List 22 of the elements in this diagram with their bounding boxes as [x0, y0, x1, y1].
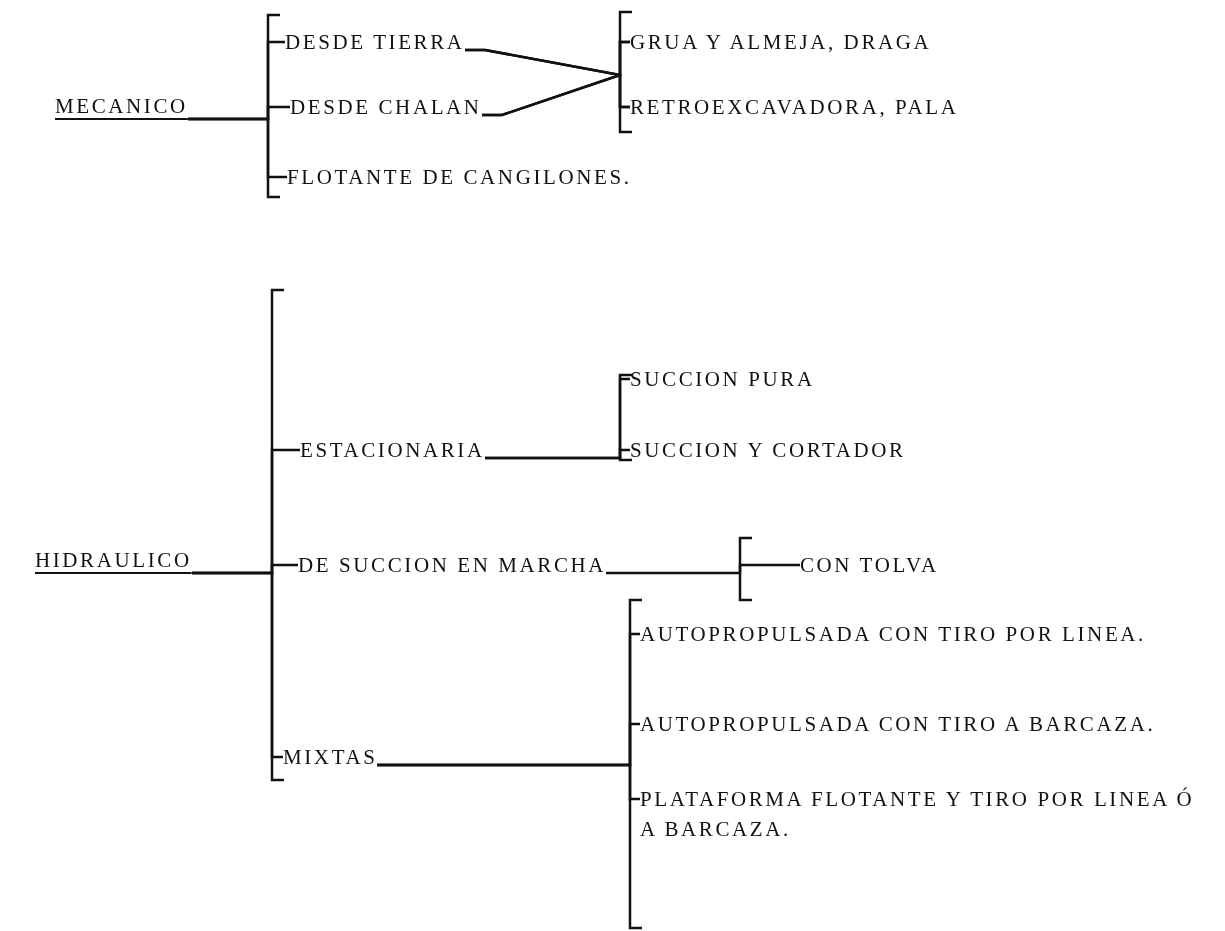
- tree-label: MECANICO: [55, 91, 188, 121]
- tree-label: SUCCION PURA: [630, 364, 815, 394]
- tree-label: ESTACIONARIA: [300, 435, 485, 465]
- tree-label: MIXTAS: [283, 742, 378, 772]
- tree-label: AUTOPROPULSADA CON TIRO POR LINEA.: [640, 619, 1215, 649]
- tree-label: CON TOLVA: [800, 550, 939, 580]
- tree-label: DE SUCCION EN MARCHA: [298, 550, 607, 580]
- connector-line: [482, 73, 630, 117]
- tree-label: AUTOPROPULSADA CON TIRO A BARCAZA.: [640, 709, 1215, 739]
- connector-line: [192, 571, 283, 759]
- tree-label: RETROEXCAVADORA, PALA: [630, 92, 959, 122]
- tree-label: PLATAFORMA FLOTANTE Y TIRO POR LINEA Ó A BARCAZA.: [640, 784, 1215, 844]
- tree-label: DESDE TIERRA: [285, 27, 465, 57]
- connector-line: [377, 763, 640, 801]
- tree-label: DESDE CHALAN: [290, 92, 482, 122]
- connector-line: [188, 117, 287, 179]
- tree-label: SUCCION Y CORTADOR: [630, 435, 906, 465]
- tree-label: HIDRAULICO: [35, 545, 192, 575]
- connector-line: [485, 448, 630, 460]
- connector-line: [606, 563, 800, 575]
- tree-label: GRUA Y ALMEJA, DRAGA: [630, 27, 932, 57]
- tree-label: FLOTANTE DE CANGILONES.: [287, 162, 632, 192]
